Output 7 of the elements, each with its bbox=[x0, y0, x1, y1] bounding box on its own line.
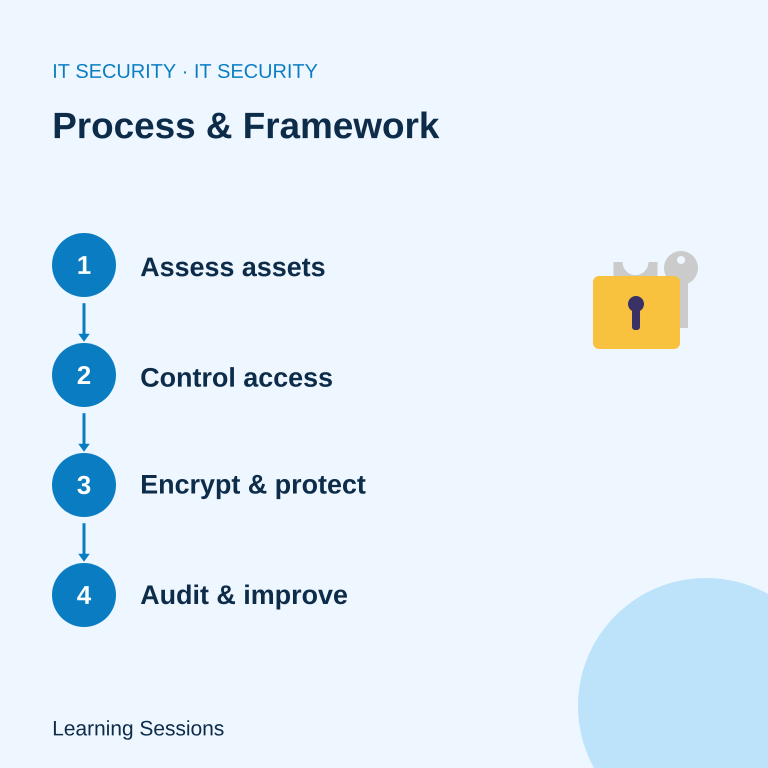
title: Process & Framework bbox=[54, 111, 440, 139]
footer-text: Learning Sessions bbox=[54, 720, 224, 740]
step-label: Control access bbox=[141, 367, 332, 387]
step-label: Encrypt & protect bbox=[142, 474, 366, 500]
category-label: IT SECURITY · IT SECURITY bbox=[54, 64, 318, 78]
step-label: Audit & improve bbox=[140, 584, 347, 610]
step-label: Assess assets bbox=[140, 258, 324, 276]
